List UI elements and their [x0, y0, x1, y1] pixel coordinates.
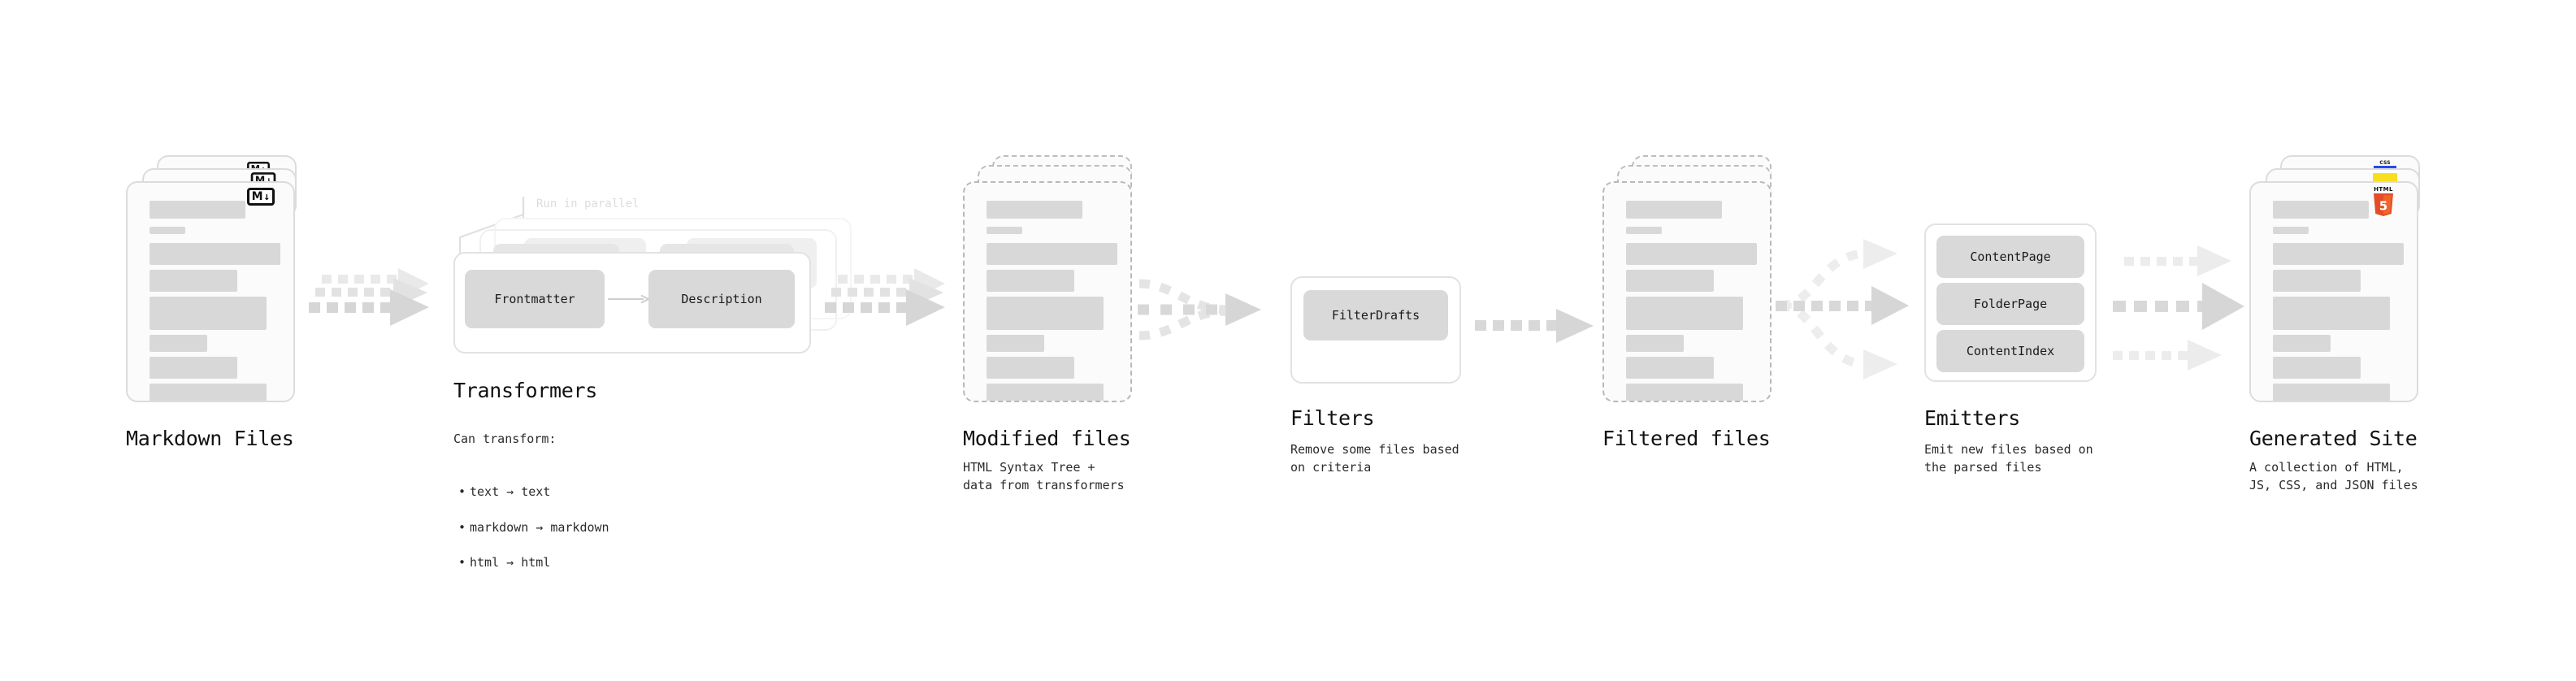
- skeleton-subheading: [1625, 227, 1663, 234]
- skeleton-line: [986, 243, 1117, 265]
- pill-frontmatter[interactable]: Frontmatter: [465, 270, 605, 328]
- skeleton-subheading: [149, 227, 186, 234]
- skeleton-line: [149, 335, 207, 352]
- svg-text:5: 5: [2379, 199, 2387, 214]
- markdown-icon: M ↓: [247, 188, 275, 206]
- stage-title-filtered-files: Filtered files: [1602, 427, 1771, 450]
- skeleton-line: [2272, 357, 2361, 379]
- pill-description[interactable]: Description: [648, 270, 795, 328]
- skeleton-line: [149, 297, 267, 330]
- html5-icon: HTML 5: [2371, 186, 2396, 216]
- skeleton-line: [986, 270, 1074, 292]
- skeleton-line: [2272, 270, 2361, 292]
- skeleton-heading: [149, 201, 245, 219]
- stage-desc-emitters: Emit new files based on the parsed files: [1924, 442, 2093, 475]
- skeleton-line: [986, 384, 1104, 401]
- arrow-markdown-to-transformers: [309, 268, 455, 358]
- stage-title-modified-files: Modified files: [963, 427, 1131, 450]
- skeleton-line: [149, 384, 267, 401]
- skeleton-line: [1625, 297, 1744, 330]
- modified-file-card: [963, 181, 1132, 402]
- skeleton-line: [1625, 335, 1684, 352]
- skeleton-line: [986, 335, 1044, 352]
- transformers-bullet-list: text → text markdown → markdown html → h…: [453, 466, 609, 589]
- run-in-parallel-label: Run in parallel: [536, 197, 640, 210]
- transformer-thin-arrow: [608, 294, 653, 304]
- css-icon-label: CSS: [2379, 160, 2391, 166]
- stage-desc-generated-site: A collection of HTML, JS, CSS, and JSON …: [2249, 460, 2418, 492]
- skeleton-line: [2272, 297, 2391, 330]
- skeleton-subheading: [986, 227, 1023, 234]
- skeleton-line: [149, 243, 280, 265]
- pill-contentpage[interactable]: ContentPage: [1936, 236, 2084, 278]
- skeleton-line: [2272, 335, 2331, 352]
- skeleton-line: [149, 270, 237, 292]
- generated-site-card: [2249, 181, 2418, 402]
- stage-desc-filters: Remove some files based on criteria: [1290, 442, 1459, 475]
- skeleton-heading: [1625, 201, 1722, 219]
- markdown-icon-arrow: ↓: [266, 175, 272, 186]
- transformers-desc-lead: Can transform:: [453, 431, 557, 446]
- skeleton-line: [986, 357, 1074, 379]
- markdown-file-card: [126, 181, 295, 402]
- stage-title-emitters: Emitters: [1924, 406, 2021, 430]
- transformers-bullet-1: markdown → markdown: [453, 519, 609, 537]
- stage-desc-modified-files: HTML Syntax Tree + data from transformer…: [963, 460, 1125, 492]
- arrow-filtered-to-emitters: [1776, 236, 1930, 390]
- pill-contentindex[interactable]: ContentIndex: [1936, 330, 2084, 372]
- markdown-icon-letter: M: [251, 190, 263, 203]
- stage-title-markdown-files: Markdown Files: [126, 427, 294, 450]
- filtered-file-card: [1602, 181, 1772, 402]
- pill-folderpage[interactable]: FolderPage: [1936, 283, 2084, 325]
- stage-title-generated-site: Generated Site: [2249, 427, 2418, 450]
- arrow-filters-to-filtered: [1475, 302, 1605, 351]
- skeleton-line: [2272, 384, 2391, 401]
- skeleton-line: [1625, 270, 1714, 292]
- stage-desc-transformers: Can transform: text → text markdown → ma…: [453, 413, 609, 607]
- html5-icon-label: HTML: [2374, 186, 2393, 193]
- transformers-bullet-2: html → html: [453, 554, 609, 572]
- skeleton-heading: [2272, 201, 2369, 219]
- skeleton-subheading: [2272, 227, 2309, 234]
- skeleton-line: [1625, 357, 1714, 379]
- skeleton-line: [1625, 384, 1744, 401]
- css-icon-bar: [2374, 166, 2396, 168]
- skeleton-heading: [986, 201, 1082, 219]
- stage-title-filters: Filters: [1290, 406, 1375, 430]
- arrow-modified-to-filters: [1138, 264, 1284, 362]
- html5-icon-shield: 5: [2372, 193, 2395, 216]
- skeleton-line: [2272, 243, 2404, 265]
- skeleton-line: [149, 357, 237, 379]
- pill-filterdrafts[interactable]: FilterDrafts: [1303, 290, 1448, 340]
- stage-title-transformers: Transformers: [453, 379, 598, 402]
- markdown-icon-arrow: ↓: [263, 190, 271, 203]
- skeleton-line: [1625, 243, 1757, 265]
- skeleton-line: [986, 297, 1104, 330]
- transformers-bullet-0: text → text: [453, 484, 609, 501]
- css-icon: CSS: [2373, 160, 2397, 170]
